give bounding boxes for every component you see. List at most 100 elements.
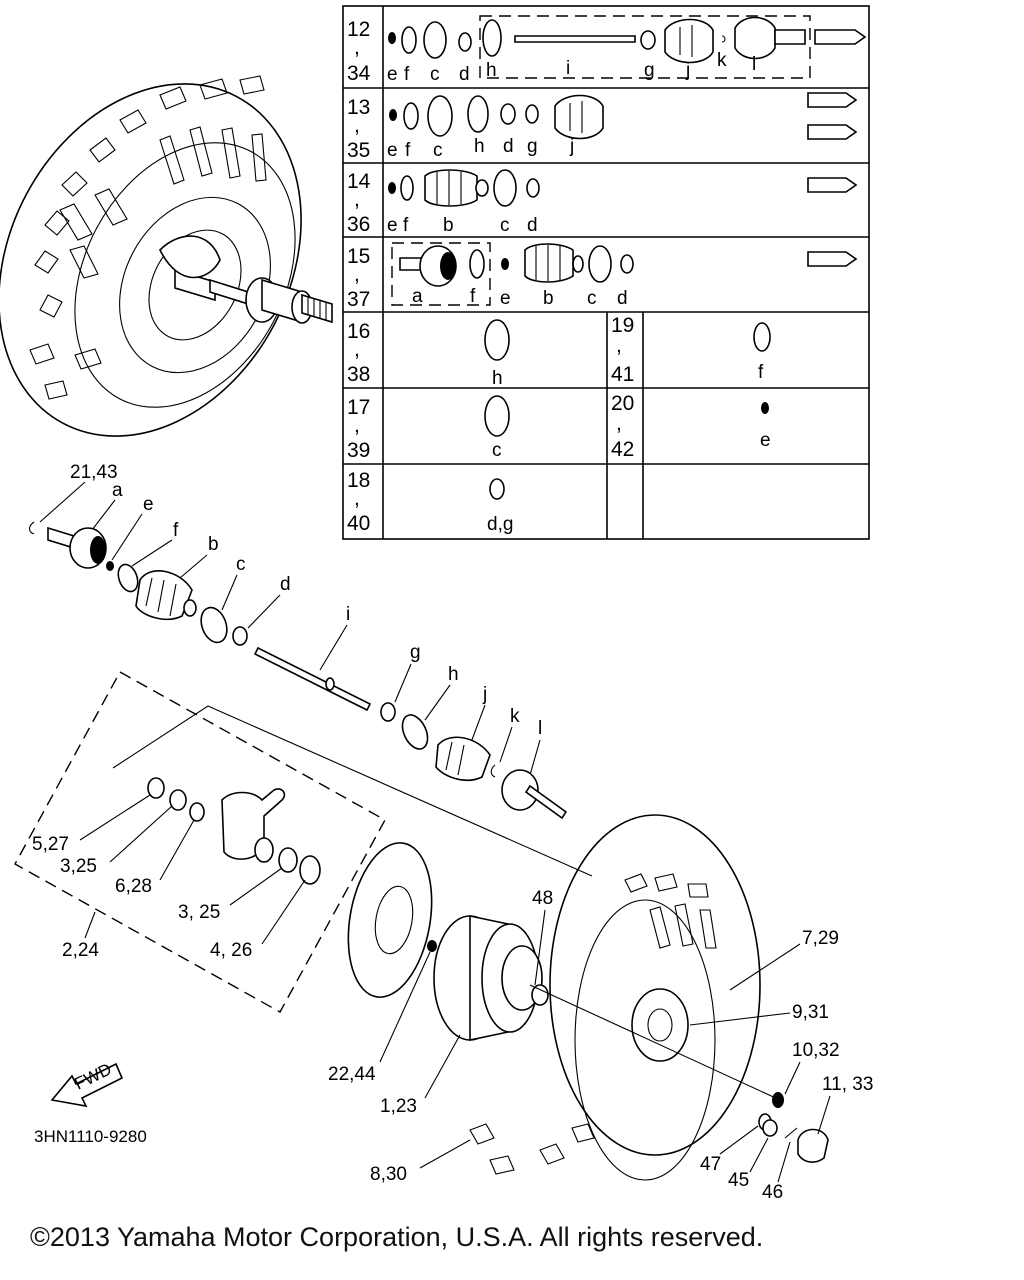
lower-wheel-assembly: 48 7,29 9,31 10,32 11, 33 22,44 1,23 8,3… [328,814,873,1203]
copyright-notice: ©2013 Yamaha Motor Corporation, U.S.A. A… [30,1222,764,1252]
svg-text:i: i [346,604,350,625]
svg-text:f: f [758,362,764,383]
fwd-arrow: FWD [50,1060,124,1108]
svg-text:h: h [474,136,485,157]
row-16-parts: h f [484,319,771,389]
svg-text:a: a [112,480,123,501]
knuckle-assembly: 5,27 3,25 6,28 3, 25 4, 26 2,24 [14,671,593,1013]
svg-text:11, 33: 11, 33 [822,1074,873,1095]
svg-text:e: e [387,64,398,85]
svg-text:47: 47 [700,1154,721,1175]
svg-text:h: h [448,664,459,685]
svg-text:b: b [208,534,219,555]
svg-text:c: c [500,215,510,236]
table-row-14-36: 14 , 36 [347,170,371,236]
diagram-code: 3HN1110-9280 [34,1127,147,1146]
svg-text:h: h [492,368,503,389]
svg-text:d: d [503,136,514,157]
svg-text:b: b [443,215,454,236]
svg-text:46: 46 [762,1182,783,1203]
svg-text:9,31: 9,31 [792,1002,829,1023]
svg-text:2,24: 2,24 [62,940,99,961]
svg-text:8,30: 8,30 [370,1164,407,1185]
svg-text:,: , [354,487,360,510]
table-row-15-37: 15 , 37 [347,245,370,311]
svg-text:j: j [685,60,690,81]
svg-text:37: 37 [347,288,370,311]
svg-text:36: 36 [347,213,370,236]
svg-text:g: g [644,60,655,81]
svg-text:f: f [173,520,179,541]
svg-text:b: b [543,288,554,309]
svg-text:l: l [752,54,756,75]
svg-text:14: 14 [347,170,371,193]
svg-text:41: 41 [611,363,634,386]
svg-text:18: 18 [347,469,370,492]
svg-text:22,44: 22,44 [328,1064,376,1085]
svg-text:,: , [354,188,360,211]
svg-text:48: 48 [532,888,553,909]
table-row-12-34: 12 , 34 [347,18,371,85]
svg-text:g: g [410,642,421,663]
svg-text:a: a [412,286,423,307]
svg-text:d: d [527,215,538,236]
svg-text:e: e [387,140,398,161]
row-15-parts: a f e b c d [391,242,858,309]
svg-text:,: , [616,334,622,357]
svg-text:e: e [387,215,398,236]
svg-text:k: k [510,706,520,727]
row-num-top: 12 [347,18,370,41]
svg-text:5,27: 5,27 [32,834,69,855]
svg-text:13: 13 [347,96,370,119]
svg-text:4, 26: 4, 26 [210,940,252,961]
parts-table: 12 , 34 13 , 35 14 , 36 15 , 37 16 , 38 … [342,5,870,540]
table-row-13-35: 13 , 35 [347,96,370,162]
svg-text:c: c [433,140,443,161]
row-17-parts: c e [484,395,771,461]
svg-text:,: , [354,414,360,437]
svg-text:3, 25: 3, 25 [178,902,220,923]
svg-text:,: , [354,114,360,137]
svg-text:7,29: 7,29 [802,928,839,949]
row-18-parts: d,g [487,478,513,535]
svg-text:,: , [354,338,360,361]
svg-text:c: c [492,440,502,461]
svg-text:c: c [236,554,246,575]
svg-text:f: f [404,64,410,85]
callout-21-43: 21,43 [70,462,118,483]
svg-text:17: 17 [347,396,370,419]
svg-text:1,23: 1,23 [380,1096,417,1117]
svg-text:e: e [500,288,511,309]
svg-text:45: 45 [728,1170,749,1191]
svg-text:20: 20 [611,392,634,415]
svg-text:40: 40 [347,512,370,535]
svg-text:10,32: 10,32 [792,1040,840,1061]
svg-text:c: c [430,64,440,85]
svg-text:38: 38 [347,363,370,386]
svg-text:k: k [717,50,727,71]
row-14-parts: e f b c d [387,169,858,236]
table-row-16-38: 16 , 38 19 , 41 [347,314,634,386]
svg-text:f: f [470,286,476,307]
table-row-17-39: 17 , 39 20 , 42 [347,392,634,462]
svg-text:,: , [354,263,360,286]
wheel-assembly-illustration [0,75,333,437]
svg-text:,: , [616,412,622,435]
svg-text:c: c [587,288,597,309]
row-12-parts: e f c d h i g j k l [387,15,867,85]
svg-text:19: 19 [611,314,634,337]
svg-text:15: 15 [347,245,370,268]
svg-text:3,25: 3,25 [60,856,97,877]
svg-text:l: l [538,718,542,739]
svg-text:42: 42 [611,438,634,461]
svg-text:e: e [760,430,771,451]
row-13-parts: e f c h d g j [387,92,858,161]
svg-text:j: j [569,136,574,157]
svg-text:f: f [405,140,411,161]
svg-text:6,28: 6,28 [115,876,152,897]
svg-text:f: f [403,215,409,236]
svg-text:16: 16 [347,320,370,343]
row-num-bottom: 34 [347,62,371,85]
svg-text:d,g: d,g [487,514,513,535]
